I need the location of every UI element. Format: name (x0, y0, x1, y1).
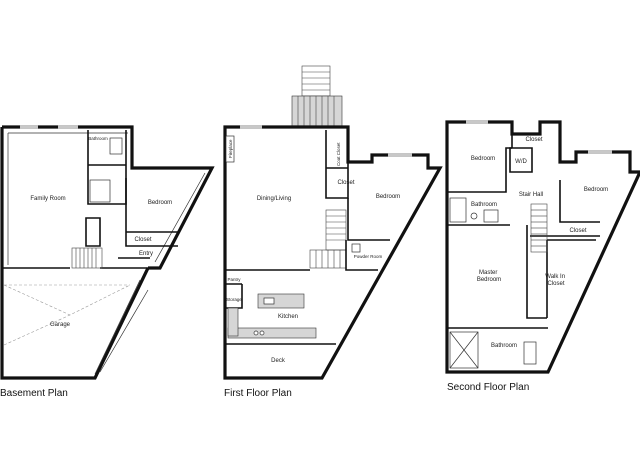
first-closet-label: Closet (337, 180, 354, 186)
second-wd-wall (509, 147, 533, 173)
garage-label: Garage (50, 322, 71, 328)
master-bedroom-label: Master Bedroom (477, 270, 501, 283)
kitchen-side-counter (227, 307, 239, 337)
cooktop-burner (259, 330, 265, 336)
walk-in-closet-wall (546, 239, 596, 318)
basement-garage-door-outline (3, 284, 131, 346)
pantry-wall (225, 283, 243, 309)
cooktop-burner (253, 330, 259, 336)
kitchen-counter (227, 327, 317, 339)
second-floor-plan-title: Second Floor Plan (447, 382, 529, 393)
wd-label: W/D (515, 159, 527, 165)
powder-toilet (351, 243, 361, 253)
fireplace-box (225, 135, 235, 163)
second-bath1-toilet (470, 212, 478, 220)
walk-in-closet-label: Walk In Closet (545, 274, 566, 287)
label-continuation: Closet (547, 281, 564, 287)
dining-living-label: Dining/Living (257, 196, 291, 202)
basement-plan-title: Basement Plan (0, 388, 68, 399)
front-steps (291, 65, 343, 127)
basement-bedroom-label: Bedroom (148, 200, 172, 206)
basement-outer-wall (0, 125, 215, 380)
second-bedroom2-label: Bedroom (584, 187, 608, 193)
storage-label: Storage (226, 297, 242, 302)
basement-entry-label: Entry (139, 251, 153, 257)
deck-label: Deck (271, 358, 286, 364)
master-shower-x (449, 331, 479, 369)
stair-hall-label: Stair Hall (519, 192, 543, 198)
second-hall-wall (530, 180, 600, 237)
second-floor-stairs (530, 203, 548, 253)
label-continuation: Bedroom (477, 277, 501, 283)
first-bedroom-label: Bedroom (376, 194, 400, 200)
master-vanity (523, 341, 537, 365)
powder-room-wall (345, 240, 378, 271)
second-floor-plan: Bedroom Closet W/D Stair Hall Bedroom Ba… (445, 120, 640, 393)
basement-tub (89, 179, 111, 203)
powder-room-label: Powder Room (354, 254, 383, 259)
second-bath1-vanity (483, 209, 499, 223)
basement-bathroom-label: Bathroom (88, 136, 108, 141)
second-bathroom2-label: Bathroom (491, 343, 517, 349)
kitchen-island (257, 293, 305, 309)
basement-closet-label: Closet (134, 237, 151, 243)
coat-closet-label: Coat Closet (336, 142, 341, 166)
basement-bedroom-wall (125, 178, 178, 247)
second-bathroom1-label: Bathroom (471, 202, 497, 208)
second-closet2-label: Closet (569, 228, 586, 234)
basement-hall-wall (85, 217, 101, 247)
family-room-label: Family Room (30, 196, 65, 202)
basement-inner-outline (7, 132, 206, 265)
first-bedroom-wall (347, 198, 390, 241)
first-floor-stairs (309, 209, 347, 269)
basement-plan: Family Room Bathroom Bedroom Closet Entr… (0, 125, 215, 399)
fireplace-label: Fireplace (228, 139, 233, 158)
island-sink (263, 297, 275, 305)
kitchen-label: Kitchen (278, 314, 298, 320)
first-floor-outer-wall (223, 125, 443, 380)
second-bedroom1-label: Bedroom (471, 156, 495, 162)
basement-garage-slope (94, 279, 149, 375)
second-bedroom1-wall (447, 147, 512, 226)
basement-vanity (109, 137, 123, 155)
master-wall (447, 225, 548, 329)
first-floor-plan-title: First Floor Plan (224, 388, 292, 399)
pantry-label: Pantry (227, 277, 241, 282)
second-bath1-tub (449, 197, 467, 223)
coat-closet-wall (325, 130, 349, 199)
basement-stairs (71, 247, 103, 269)
basement-bathroom-wall (87, 130, 127, 205)
second-floor-outer-wall (445, 120, 640, 374)
first-floor-plan: Fireplace Coat Closet Closet Dining/Livi… (223, 65, 443, 399)
second-closet1-label: Closet (525, 137, 542, 143)
